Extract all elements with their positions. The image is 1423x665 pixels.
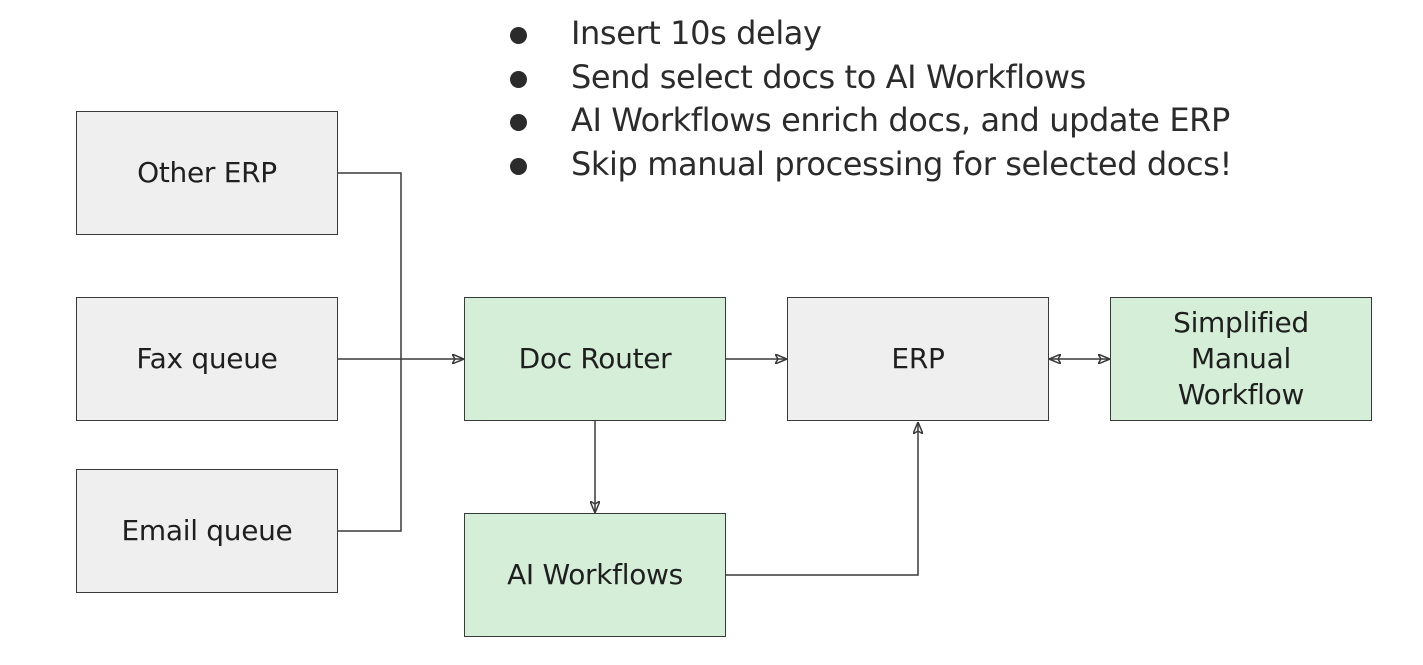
note-item: AI Workflows enrich docs, and update ERP: [508, 99, 1232, 143]
note-item: Send select docs to AI Workflows: [508, 56, 1232, 100]
node-label: AI Workflows: [507, 558, 683, 591]
node-erp: ERP: [787, 297, 1049, 421]
node-label: Doc Router: [518, 342, 672, 375]
node-fax-queue: Fax queue: [76, 297, 338, 421]
node-ai-workflows: AI Workflows: [464, 513, 726, 637]
connector-other-erp-to-router: [338, 172, 402, 359]
node-label: Fax queue: [136, 342, 278, 375]
note-item: Insert 10s delay: [508, 12, 1232, 56]
connector-email-queue-to-router: [338, 359, 402, 532]
node-email-queue: Email queue: [76, 469, 338, 593]
node-label: ERP: [891, 342, 945, 375]
node-other-erp: Other ERP: [76, 111, 338, 235]
node-label: Simplified Manual Workflow: [1173, 306, 1309, 411]
node-label: Email queue: [121, 514, 293, 547]
connector-ai-workflows-to-erp: [726, 423, 918, 576]
notes-list: Insert 10s delay Send select docs to AI …: [508, 12, 1232, 186]
note-item: Skip manual processing for selected docs…: [508, 143, 1232, 187]
node-simplified-manual-workflow: Simplified Manual Workflow: [1110, 297, 1372, 421]
node-doc-router: Doc Router: [464, 297, 726, 421]
node-label: Other ERP: [137, 156, 277, 189]
